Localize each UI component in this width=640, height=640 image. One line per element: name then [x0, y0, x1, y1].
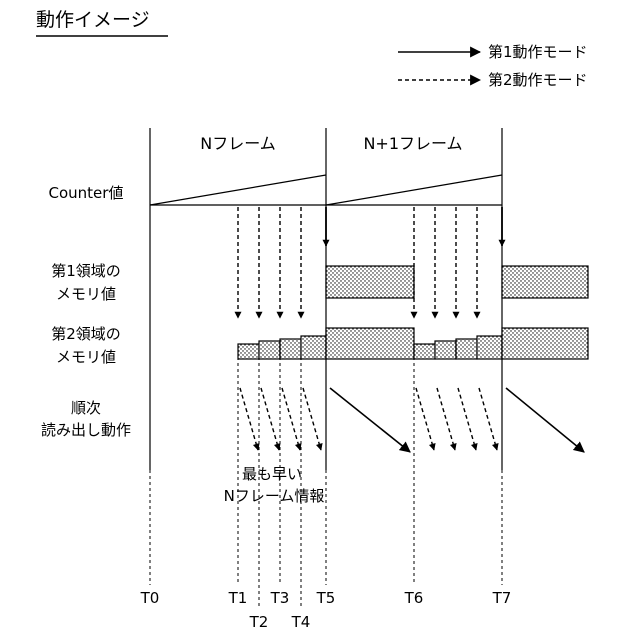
region2-step-t6b [435, 341, 456, 359]
region2-step-t6a [414, 344, 435, 359]
readout-row-label-line1: 順次 [71, 399, 101, 417]
region2-step-t4 [301, 336, 326, 359]
readout-row-label-line2: 読み出し動作 [41, 421, 131, 439]
region2-block-t5 [326, 328, 414, 359]
time-label-t3: T3 [270, 589, 290, 607]
readout-dashed-n-4 [303, 388, 321, 450]
readout-dashed-n-3 [282, 388, 300, 450]
time-label-t7: T7 [492, 589, 512, 607]
region1-bar-n [326, 266, 414, 298]
region2-step-t1 [238, 344, 259, 359]
time-label-t4: T4 [291, 613, 311, 631]
region2-step-t6d [477, 336, 502, 359]
region2-row-label-line2: メモリ値 [56, 348, 116, 366]
region2-step-t2 [259, 341, 280, 359]
time-label-t1: T1 [228, 589, 248, 607]
region2-row-label-line1: 第2領域の [51, 325, 121, 343]
counter-row-label: Counter値 [49, 184, 124, 202]
readout-dashed-n1-4 [479, 388, 497, 450]
region2-step-t6c [456, 339, 477, 359]
legend-mode2-label: 第2動作モード [488, 71, 588, 89]
readout-solid-t5 [330, 388, 410, 452]
readout-dashed-n1-3 [458, 388, 476, 450]
frame-n1-label: N+1フレーム [363, 134, 462, 153]
frame-n-label: Nフレーム [200, 134, 276, 153]
annotation-line1: 最も早い [242, 465, 302, 483]
region2-block-t7 [502, 328, 588, 359]
readout-dashed-n-2 [261, 388, 279, 450]
readout-dashed-n1-2 [437, 388, 455, 450]
time-label-t6: T6 [404, 589, 424, 607]
readout-dashed-n-1 [240, 388, 258, 450]
region1-row-label-line2: メモリ値 [56, 285, 116, 303]
region2-step-t3 [280, 339, 301, 359]
readout-solid-t7 [506, 388, 584, 452]
legend-mode1-label: 第1動作モード [488, 43, 588, 61]
counter-ramp-n [150, 175, 326, 205]
counter-ramp-n1 [326, 175, 502, 205]
time-label-t0: T0 [140, 589, 160, 607]
time-label-t2: T2 [249, 613, 269, 631]
region1-row-label-line1: 第1領域の [51, 262, 121, 280]
page-title: 動作イメージ [36, 9, 150, 31]
readout-dashed-n1-1 [416, 388, 434, 450]
annotation-line2: Nフレーム情報 [224, 487, 325, 505]
time-label-t5: T5 [316, 589, 336, 607]
region1-bar-n1 [502, 266, 588, 298]
